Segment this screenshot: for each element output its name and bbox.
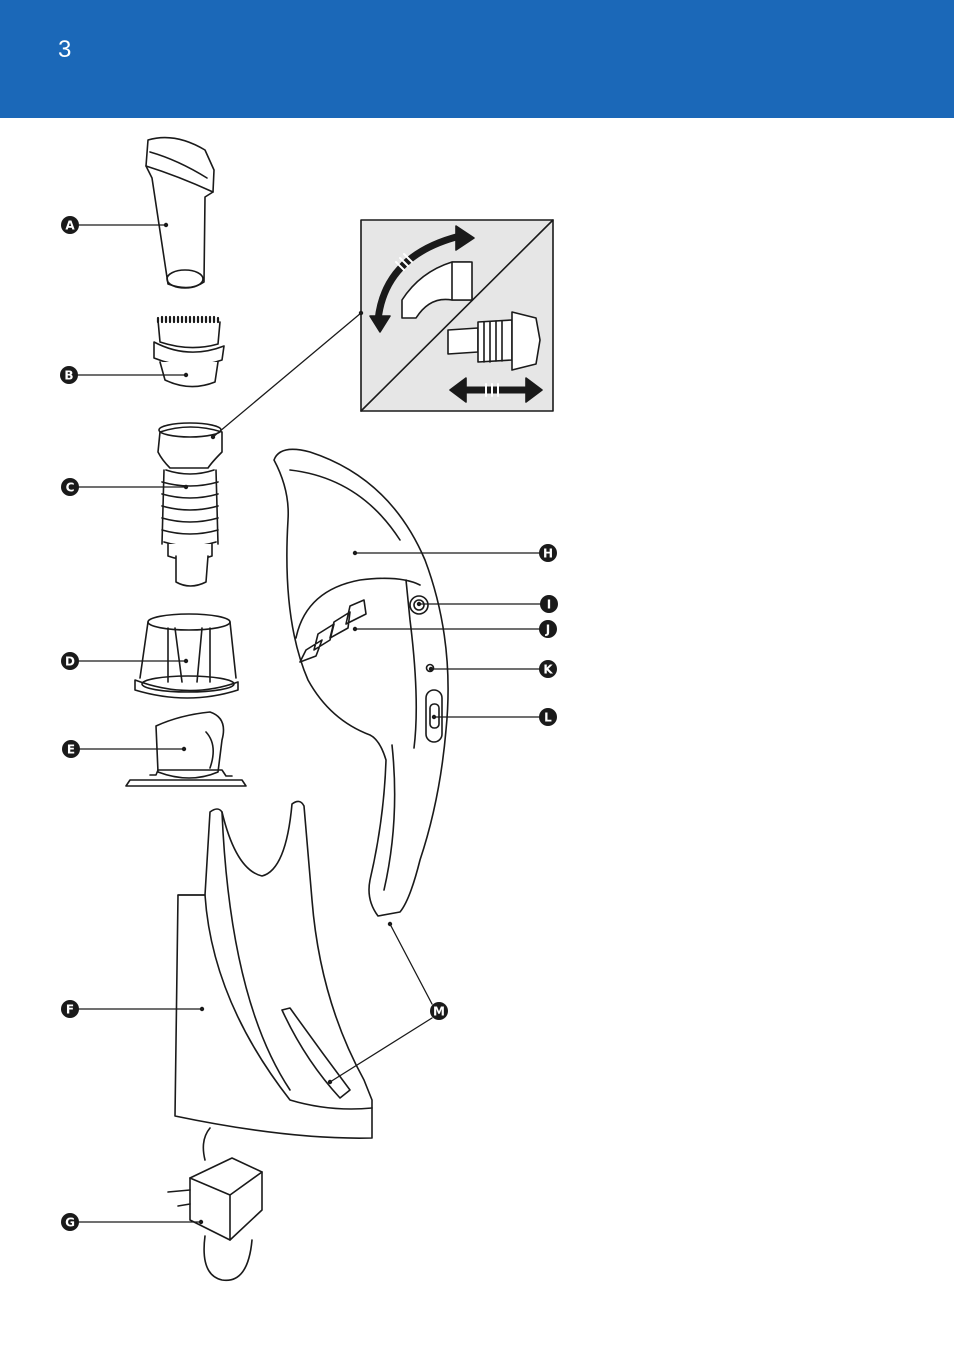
inset-detail-box	[361, 220, 553, 411]
svg-text:B: B	[64, 369, 73, 383]
label-H: H	[539, 544, 557, 562]
label-M: M	[430, 1002, 448, 1020]
svg-text:G: G	[65, 1216, 75, 1230]
label-I: I	[540, 595, 558, 613]
label-F: F	[61, 1000, 79, 1018]
filter-illustration	[135, 614, 238, 698]
label-L: L	[539, 708, 557, 726]
svg-text:M: M	[433, 1005, 445, 1019]
brush-nozzle-illustration	[154, 317, 224, 387]
flexible-extension-illustration	[158, 423, 222, 586]
svg-text:C: C	[66, 481, 75, 495]
label-B: B	[60, 366, 78, 384]
label-J: J	[539, 620, 557, 638]
label-G: G	[61, 1213, 79, 1231]
label-D: D	[61, 652, 79, 670]
svg-text:F: F	[66, 1003, 74, 1017]
svg-text:K: K	[543, 663, 553, 677]
label-E: E	[62, 740, 80, 758]
label-A: A	[61, 216, 79, 234]
adapter-illustration	[168, 1158, 262, 1280]
svg-text:I: I	[547, 598, 551, 612]
svg-text:H: H	[543, 547, 553, 561]
svg-text:L: L	[544, 711, 552, 725]
svg-text:J: J	[545, 623, 550, 637]
svg-text:E: E	[67, 743, 75, 757]
crevice-nozzle-illustration	[146, 138, 214, 288]
label-K: K	[539, 660, 557, 678]
svg-text:A: A	[65, 219, 75, 233]
svg-text:D: D	[65, 655, 75, 669]
label-C: C	[61, 478, 79, 496]
charging-base-illustration	[175, 801, 372, 1160]
